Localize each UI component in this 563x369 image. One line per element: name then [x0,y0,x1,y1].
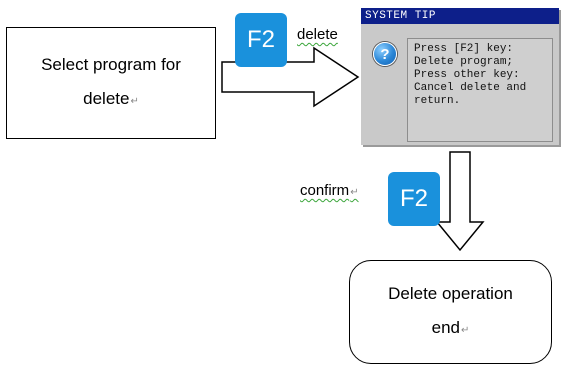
delete-end-box: Delete operation end↵ [349,260,552,364]
confirm-text: confirm [300,182,350,199]
return-mark: ↵ [460,324,470,336]
tip-line: Press [F2] key: [414,43,514,55]
select-program-line2: delete [83,88,130,108]
dialog-title: SYSTEM TIP [361,8,559,24]
f2-key-confirm[interactable]: F2 [388,172,440,226]
select-program-line1: Select program for [41,54,181,74]
return-mark: ↵ [350,187,359,198]
f2-key-delete[interactable]: F2 [235,13,287,67]
tip-line: Cancel delete and [414,82,527,94]
tip-line: Press other key: [414,69,520,81]
tip-line: Delete program; [414,56,514,68]
select-program-box: Select program for delete↵ [6,27,216,139]
confirm-label: confirm↵ [300,182,359,199]
down-arrow [435,151,485,252]
tip-line: return. [414,95,461,107]
tip-message: Press [F2] key: Delete program; Press ot… [407,38,553,142]
delete-label: delete [297,26,338,43]
system-tip-dialog: SYSTEM TIP ? Press [F2] key: Delete prog… [361,8,559,145]
return-mark: ↵ [130,95,139,107]
delete-end-line2: end [431,317,460,337]
question-icon: ? [373,42,397,66]
delete-end-line1: Delete operation [388,283,513,303]
